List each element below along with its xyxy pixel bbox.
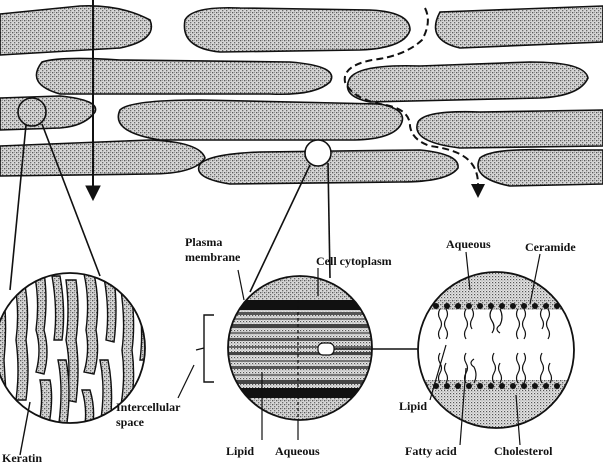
cell-cytoplasm-label: Cell cytoplasm (316, 255, 392, 268)
plasma-membrane-pointer (238, 270, 244, 300)
magnify-spot-left (18, 98, 46, 126)
corneocyte (478, 150, 603, 186)
membrane-circle (178, 268, 380, 440)
aqueous-bottom-label: Aqueous (275, 445, 320, 458)
keratin-label: Keratin (2, 452, 42, 465)
magnify-spot-middle (305, 140, 331, 166)
corneocyte (118, 100, 402, 140)
intercellular-bracket (204, 315, 214, 382)
corneocyte-layer (0, 6, 603, 186)
plasma-membrane-label-line2: membrane (185, 251, 240, 264)
corneocyte (0, 96, 96, 130)
bilayer-circle (416, 252, 576, 445)
corneocyte (348, 62, 589, 102)
corneocyte (436, 6, 603, 48)
corneocyte (417, 110, 603, 148)
plasma-membrane-label-line1: Plasma (185, 236, 222, 249)
intercellular-space-label-line2: space (116, 416, 144, 429)
ceramide-label: Ceramide (525, 241, 576, 254)
lipid-bottom-label: Lipid (226, 445, 254, 458)
corneocyte (0, 6, 151, 55)
intercellular-space-label-line1: Intercellular (116, 401, 180, 414)
corneocyte (184, 8, 410, 52)
lipid-particle (318, 343, 334, 355)
corneocyte (0, 140, 205, 176)
cholesterol-label: Cholesterol (494, 445, 552, 458)
corneocyte (36, 58, 331, 94)
lipid-right-label: Lipid (399, 400, 427, 413)
fatty-acid-label: Fatty acid (405, 445, 457, 458)
intercellular-pointer (178, 365, 194, 398)
keratin-pointer (20, 402, 30, 455)
aqueous-top-label: Aqueous (446, 238, 491, 251)
